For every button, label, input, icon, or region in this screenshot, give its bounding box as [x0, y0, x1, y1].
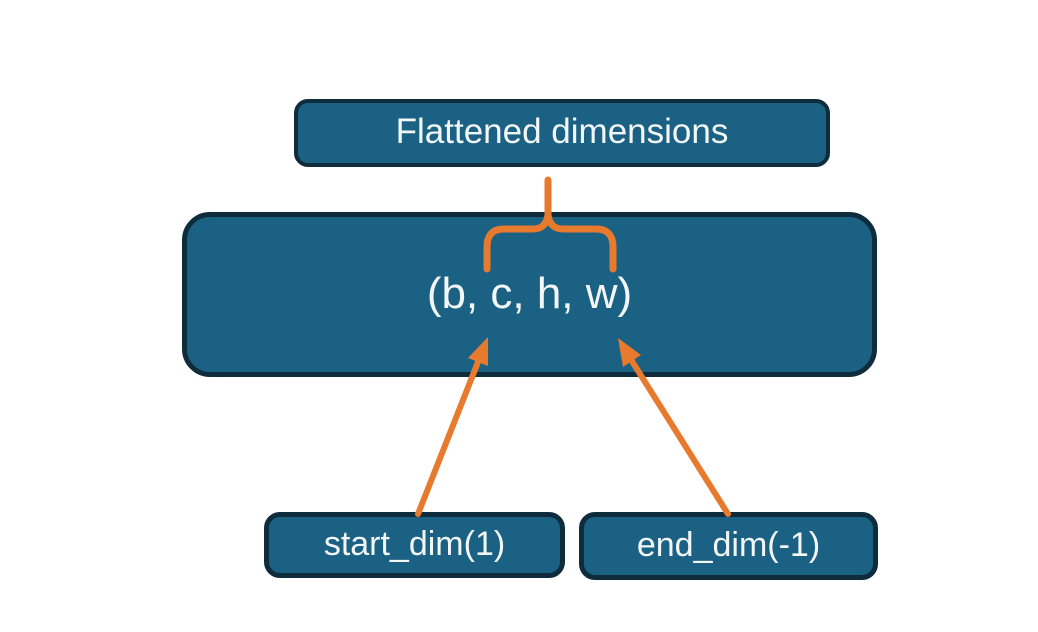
end-dim-label: end_dim(-1) [636, 525, 821, 564]
flattened-dimensions-label: Flattened dimensions [395, 112, 729, 151]
tensor-shape-box: (b, c, h, w) [182, 212, 877, 377]
start-dim-box: start_dim(1) [264, 512, 565, 578]
end-dim-box: end_dim(-1) [579, 512, 878, 580]
start-dim-label: start_dim(1) [323, 524, 506, 563]
start-dim-arrow-shaft [415, 354, 483, 517]
flattened-dimensions-box: Flattened dimensions [294, 99, 830, 167]
end-dim-arrow-shaft [627, 355, 731, 517]
tensor-shape-label: (b, c, h, w) [426, 268, 633, 318]
